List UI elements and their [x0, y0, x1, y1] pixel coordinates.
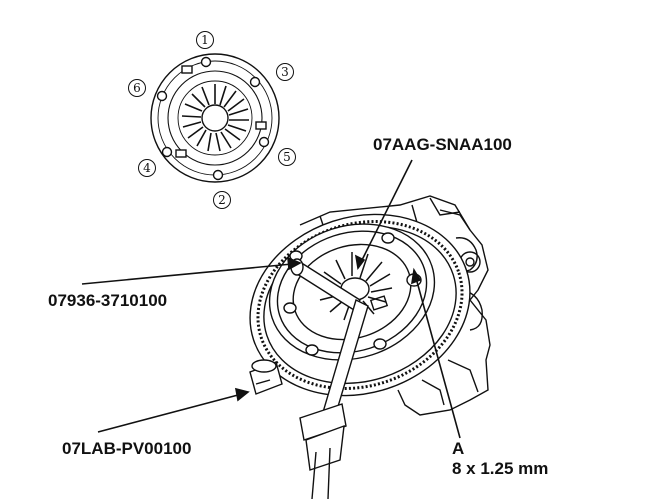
bolt-sequence-diagram	[150, 53, 280, 183]
sequence-numbers	[128, 31, 296, 209]
sequence-number-2: 2	[218, 193, 226, 207]
label-tool-07LAB: 07LAB-PV00100	[62, 439, 191, 458]
bolt-holes	[156, 56, 270, 181]
sequence-number-5: 5	[283, 150, 291, 164]
sequence-number-3: 3	[281, 65, 289, 79]
callout-lines	[81, 159, 461, 439]
label-tool-07936: 07936-3710100	[48, 291, 167, 310]
sequence-number-4: 4	[143, 161, 151, 175]
clutch-assembly-illustration	[249, 195, 491, 500]
label-part-a: A	[452, 439, 464, 458]
label-bolt-spec: 8 x 1.25 mm	[452, 459, 548, 478]
diaphragm-fingers	[181, 84, 249, 152]
sequence-number-6: 6	[133, 81, 141, 95]
sequence-number-1: 1	[201, 33, 209, 47]
label-tool-07AAG: 07AAG-SNAA100	[373, 135, 512, 154]
